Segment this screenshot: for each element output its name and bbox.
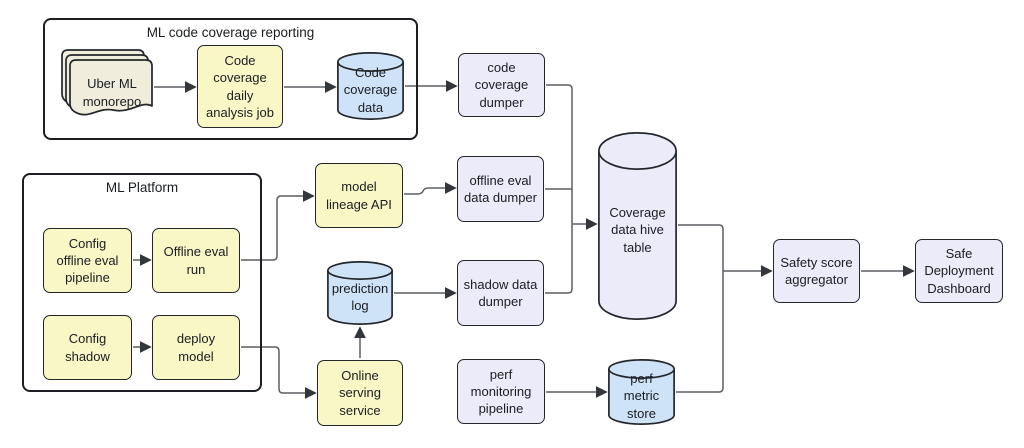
node-code-coverage-data[interactable]: Code coverage data	[337, 52, 404, 120]
database-cylinder-icon	[608, 359, 675, 425]
connector-code-coverage-dumper-merge	[546, 84, 573, 224]
node-safety-score-aggregator[interactable]: Safety score aggregator	[773, 239, 860, 303]
node-label: Config shadow	[65, 331, 110, 364]
node-label: prediction log	[331, 280, 389, 313]
node-code-coverage-daily-analysis-job[interactable]: Code coverage daily analysis job	[197, 45, 283, 128]
node-label: Offline eval run	[163, 244, 229, 277]
node-coverage-data-hive-table[interactable]: Coverage data hive table	[598, 132, 677, 320]
database-cylinder-icon	[327, 261, 393, 325]
node-label: perf metric store	[623, 371, 660, 421]
group-label: ML code coverage reporting	[146, 25, 315, 40]
node-perf-monitoring-pipeline[interactable]: perf monitoring pipeline	[457, 359, 545, 424]
node-offline-eval-data-dumper[interactable]: offline eval data dumper	[457, 156, 544, 222]
connector-metric-store-merge	[676, 271, 724, 393]
node-online-serving-service[interactable]: Online serving service	[317, 360, 403, 426]
connector-shadow-dumper-merge	[545, 224, 573, 294]
node-label: deploy model	[176, 331, 216, 364]
node-config-offline-eval-pipeline[interactable]: Config offline eval pipeline	[43, 228, 132, 293]
node-label: Coverage data hive table	[609, 205, 666, 255]
node-label: Code coverage data	[343, 65, 398, 115]
group-ml-code-coverage-reporting[interactable]: ML code coverage reporting	[43, 18, 418, 140]
node-label: code coverage dumper	[474, 60, 529, 110]
node-label: shadow data dumper	[463, 276, 538, 309]
node-label: Safe Deployment Dashboard	[924, 246, 994, 296]
node-perf-metric-store[interactable]: perf metric store	[608, 359, 675, 425]
database-cylinder-icon	[598, 132, 677, 320]
connector-hive-table-merge	[678, 224, 724, 271]
node-prediction-log[interactable]: prediction log	[327, 261, 393, 325]
database-cylinder-icon	[337, 52, 404, 120]
node-model-lineage-api[interactable]: model lineage API	[315, 163, 403, 228]
group-ml-platform[interactable]: ML Platform	[22, 173, 262, 392]
connector-lineage-api-to-offline-dumper	[404, 182, 457, 195]
node-deploy-model[interactable]: deploy model	[152, 315, 240, 380]
node-label: Online serving service	[339, 368, 381, 418]
node-uber-ml-monorepo[interactable]: Uber ML monorepo	[60, 49, 154, 122]
node-shadow-data-dumper[interactable]: shadow data dumper	[457, 260, 544, 326]
node-label: perf monitoring pipeline	[470, 366, 532, 417]
stacked-documents-icon	[61, 49, 153, 116]
node-config-shadow[interactable]: Config shadow	[43, 315, 132, 380]
node-label: Config offline eval pipeline	[56, 235, 119, 286]
node-offline-eval-run[interactable]: Offline eval run	[152, 228, 240, 293]
group-label: ML Platform	[105, 180, 179, 195]
node-label: Uber ML monorepo	[82, 76, 142, 109]
node-code-coverage-dumper[interactable]: code coverage dumper	[458, 53, 545, 117]
node-label: offline eval data dumper	[464, 172, 537, 205]
node-label: model lineage API	[326, 179, 392, 212]
node-label: Safety score aggregator	[780, 254, 853, 287]
node-safe-deployment-dashboard[interactable]: Safe Deployment Dashboard	[915, 239, 1003, 303]
node-label: Code coverage daily analysis job	[206, 53, 274, 120]
